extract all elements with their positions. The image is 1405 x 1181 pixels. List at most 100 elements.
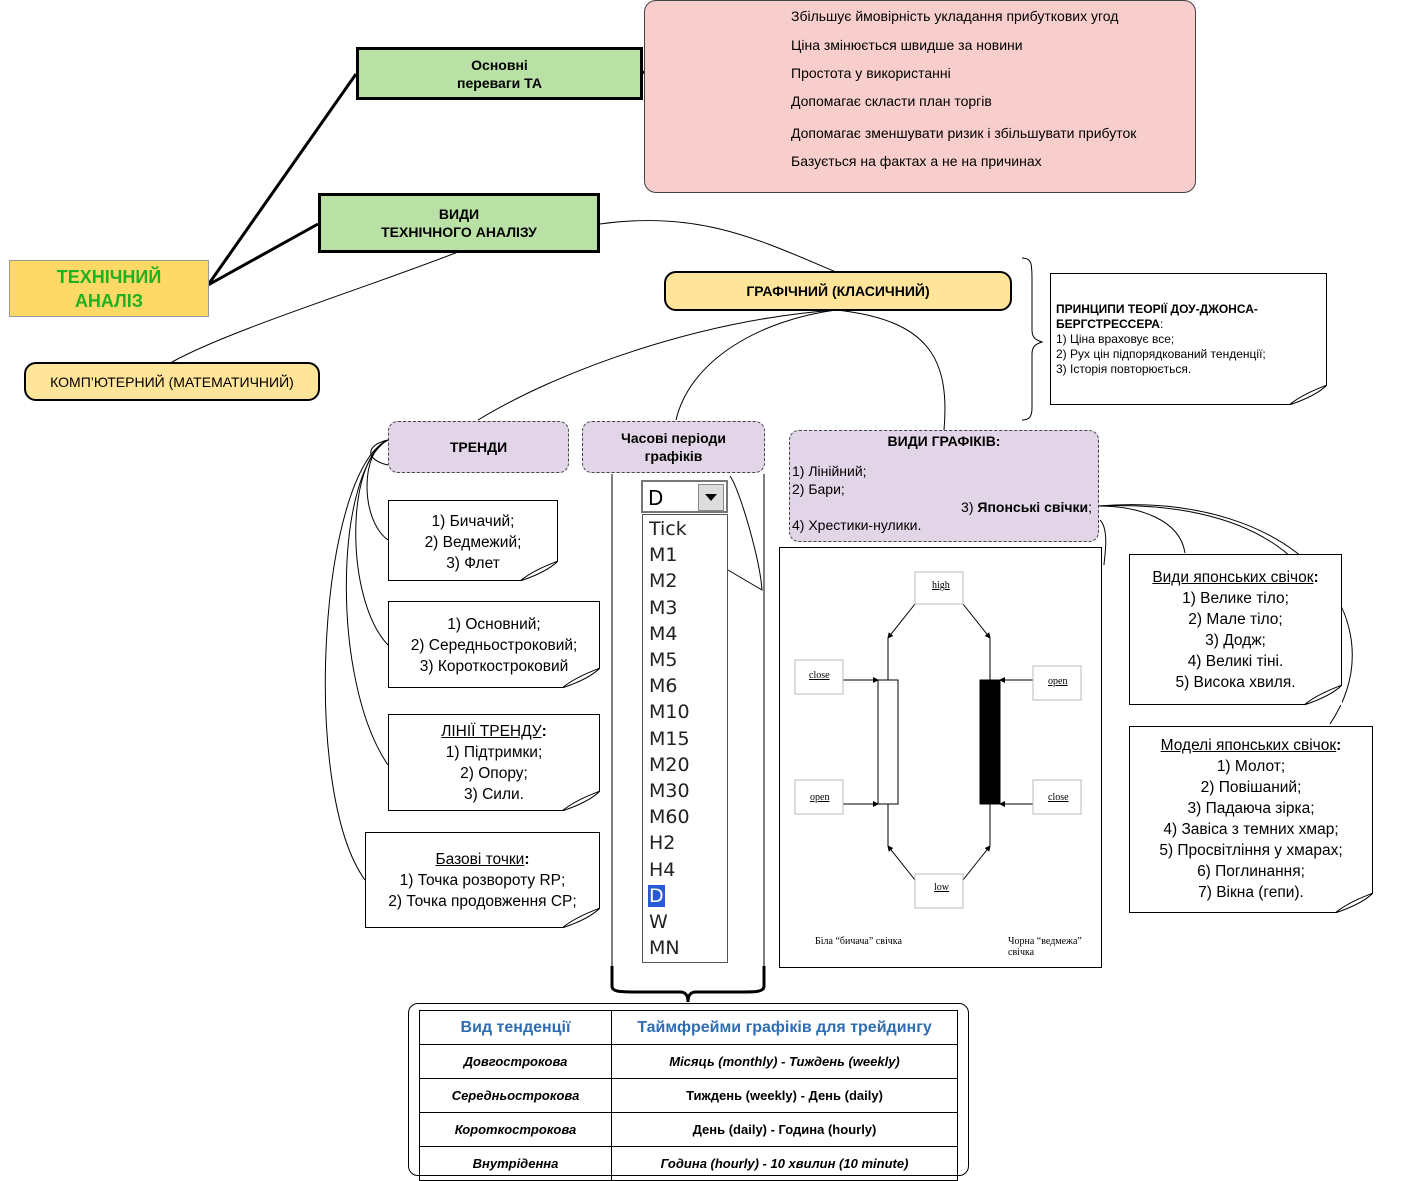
base-points-colon: : [524,851,530,868]
folded-corner-icon [1289,385,1327,405]
base-point: 1) Точка розвороту RP; [399,872,566,889]
white-candle-caption: Біла “бичача” свічка [815,936,902,947]
table-cell: Короткострокова [419,1112,612,1147]
chart-type-item: 1) Лінійний; [792,463,867,479]
root-label-line1: ТЕХНІЧНИЙ [56,266,162,287]
period-option[interactable]: Tick [649,518,687,540]
advantage-item: Збільшує ймовірність укладання прибутков… [791,8,1119,24]
chart-type-item: 3) Японські свічки; [790,498,1098,516]
advantages-title-line2: переваги ТА [457,74,542,91]
period-option[interactable]: M10 [649,701,690,724]
advantages-panel: Збільшує ймовірність укладання прибутков… [644,0,1196,193]
advantage-item: Допомагає зменшувати ризик і збільшувати… [791,125,1137,141]
table-cell: Місяць (monthly) - Тиждень (weekly) [611,1044,958,1079]
trend-lines-title: ЛІНІЇ ТРЕНДУ [441,723,542,740]
candle-model: 1) Молот; [1216,758,1286,775]
candle-type: 3) Додж; [1205,632,1266,649]
open-label-right: open [1048,676,1068,687]
period-option[interactable]: M1 [649,544,678,567]
candle-model: 5) Просвітління у хмарах; [1159,842,1343,859]
advantages-node: Основні переваги ТА [356,47,643,100]
trend-lines-note: ЛІНІЇ ТРЕНДУ: 1) Підтримки; 2) Опору; 3)… [388,714,600,811]
period-select[interactable]: D [641,480,728,513]
trend-lines-colon: : [541,723,547,740]
dow-principle: 2) Рух цін підпорядкований тенденції; [1056,347,1266,361]
table-header: Вид тенденції [419,1010,612,1045]
dropdown-arrow-icon[interactable] [698,484,724,511]
base-points-title: Базові точки [435,851,525,868]
table-cell: Довгострокова [419,1044,612,1079]
table-row: Короткострокова День (daily) - Година (h… [419,1112,958,1147]
dow-principle: 1) Ціна враховує все; [1056,332,1175,346]
candle-model: 3) Падаюча зірка; [1187,800,1315,817]
chart-type-prefix: 3) [961,499,978,515]
period-select-value: D [648,486,664,510]
computer-analysis-label: КОМП’ЮТЕРНИЙ (МАТЕМАТИЧНИЙ) [50,373,294,390]
candle-diagram: high low close open open close Біла “бич… [779,547,1102,968]
graphic-analysis-node: ГРАФІЧНИЙ (КЛАСИЧНИЙ) [664,271,1012,311]
advantage-item: Ціна змінюється швидше за новини [791,37,1023,53]
dow-principle: 3) Історія повторюється. [1056,362,1192,376]
table-cell: Тиждень (weekly) - День (daily) [611,1078,958,1113]
period-option[interactable]: M15 [649,727,690,750]
base-points-note: Базові точки: 1) Точка розвороту RP; 2) … [365,832,600,928]
table-cell: Година (hourly) - 10 хвилин (10 minute) [611,1146,958,1181]
folded-corner-icon [562,791,600,811]
table-header: Таймфрейми графіків для трейдингу [611,1010,958,1045]
folded-corner-icon [562,908,600,928]
chart-type-suffix: ; [1088,499,1092,515]
period-option[interactable]: D [648,884,665,907]
table-cell: Внутріденна [419,1146,612,1181]
trend-directions-note: 1) Бичачий; 2) Ведмежий; 3) Флет [388,500,558,581]
period-option[interactable]: MN [649,937,680,960]
types-title-line2: ТЕХНІЧНОГО АНАЛІЗУ [381,224,537,240]
computer-analysis-node: КОМП’ЮТЕРНИЙ (МАТЕМАТИЧНИЙ) [24,362,320,401]
candle-models-note: Моделі японських свічок: 1) Молот; 2) По… [1129,726,1373,913]
period-option[interactable]: M60 [649,806,690,829]
trend-line-type: 1) Підтримки; [445,744,543,761]
candlestick-illustration [794,571,1082,909]
period-option[interactable]: H4 [649,858,676,881]
candle-model: 6) Поглинання; [1197,863,1305,880]
advantages-title-line1: Основні [471,56,528,73]
trend-direction: 2) Ведмежий; [424,534,522,551]
trend-line-type: 3) Сили. [464,786,524,803]
table-cell: День (daily) - Година (hourly) [611,1112,958,1147]
high-label: high [932,580,950,591]
trend-durations-note: 1) Основний; 2) Середньостроковий; 3) Ко… [388,601,600,688]
candle-types-colon: : [1313,569,1319,586]
periods-title-line1: Часові періоди [621,430,726,446]
graphic-analysis-label: ГРАФІЧНИЙ (КЛАСИЧНИЙ) [746,283,930,299]
periods-node: Часові періоди графіків [582,421,765,473]
low-label: low [934,882,949,893]
period-option[interactable]: M6 [649,675,678,698]
chart-types-node: ВИДИ ГРАФІКІВ: 1) Лінійний; 2) Бари; 3) … [789,430,1099,542]
advantage-item: Базується на фактах а не на причинах [791,153,1042,169]
period-option[interactable]: M20 [649,753,690,776]
candle-models-colon: : [1336,737,1342,754]
trend-duration: 3) Короткостроковий [419,658,569,675]
candle-models-title: Моделі японських свічок [1160,737,1337,754]
chart-types-title: ВИДИ ГРАФІКІВ: [887,433,1001,449]
period-option[interactable]: M30 [649,780,690,802]
period-option[interactable]: M5 [649,649,678,671]
timeframe-table-frame: Вид тенденції Таймфрейми графіків для тр… [408,1003,969,1181]
candle-model: 4) Завіса з темних хмар; [1163,821,1339,838]
trend-direction: 3) Флет [446,555,500,572]
period-option[interactable]: H2 [649,832,676,855]
candle-type: 4) Великі тіні. [1187,653,1284,670]
timeframe-table: Вид тенденції Таймфрейми графіків для тр… [419,1010,958,1181]
table-row: Довгострокова Місяць (monthly) - Тиждень… [419,1044,958,1079]
period-option[interactable]: W [649,911,668,933]
period-option[interactable]: M2 [649,570,678,593]
candle-model: 7) Вікна (гепи). [1198,884,1304,901]
dow-theory-title-line1: ПРИНЦИПИ ТЕОРІЇ ДОУ-ДЖОНСА- [1056,302,1258,316]
open-label-left: open [810,792,830,803]
period-option[interactable]: M3 [649,596,678,619]
dow-theory-title-line2: БЕРГСТРЕССЕРА [1056,317,1160,331]
period-option[interactable]: M4 [649,622,678,645]
candle-types-note: Види японських свічок: 1) Велике тіло; 2… [1129,554,1342,705]
table-row: Внутріденна Година (hourly) - 10 хвилин … [419,1146,958,1181]
folded-corner-icon [1304,685,1342,705]
